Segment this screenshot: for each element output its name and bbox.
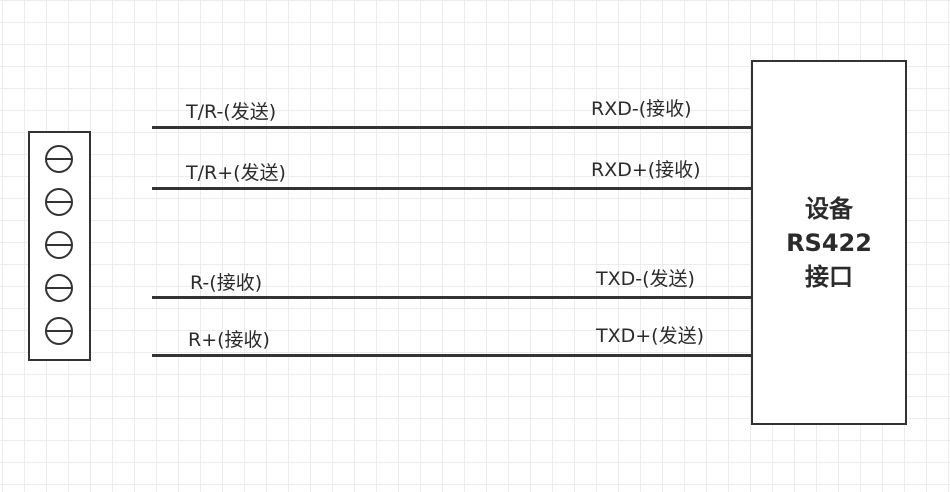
wire-r-plus: [152, 354, 752, 357]
wire-r-minus: [152, 296, 752, 299]
right-label-rxd-plus: RXD+(接收): [591, 159, 701, 181]
left-label-tr-plus: T/R+(发送): [186, 162, 286, 184]
right-label-rxd-minus: RXD-(接收): [591, 98, 692, 120]
terminal-block: [28, 131, 91, 361]
slotted-screw-icon: [45, 317, 73, 345]
wire-tr-plus: [152, 187, 752, 190]
device-rs422-interface-box: 设备 RS422 接口: [751, 60, 907, 425]
right-label-txd-plus: TXD+(发送): [596, 325, 704, 347]
slotted-screw-icon: [45, 188, 73, 216]
device-label-line-3: 接口: [805, 262, 853, 291]
device-label-line-2: RS422: [786, 228, 872, 257]
slotted-screw-icon: [45, 231, 73, 259]
slotted-screw-icon: [45, 145, 73, 173]
slotted-screw-icon: [45, 274, 73, 302]
left-label-r-plus: R+(接收): [188, 329, 270, 351]
left-label-r-minus: R-(接收): [190, 272, 263, 294]
right-label-txd-minus: TXD-(发送): [596, 268, 695, 290]
device-label-line-1: 设备: [805, 194, 853, 223]
wire-tr-minus: [152, 126, 752, 129]
left-label-tr-minus: T/R-(发送): [186, 101, 277, 123]
